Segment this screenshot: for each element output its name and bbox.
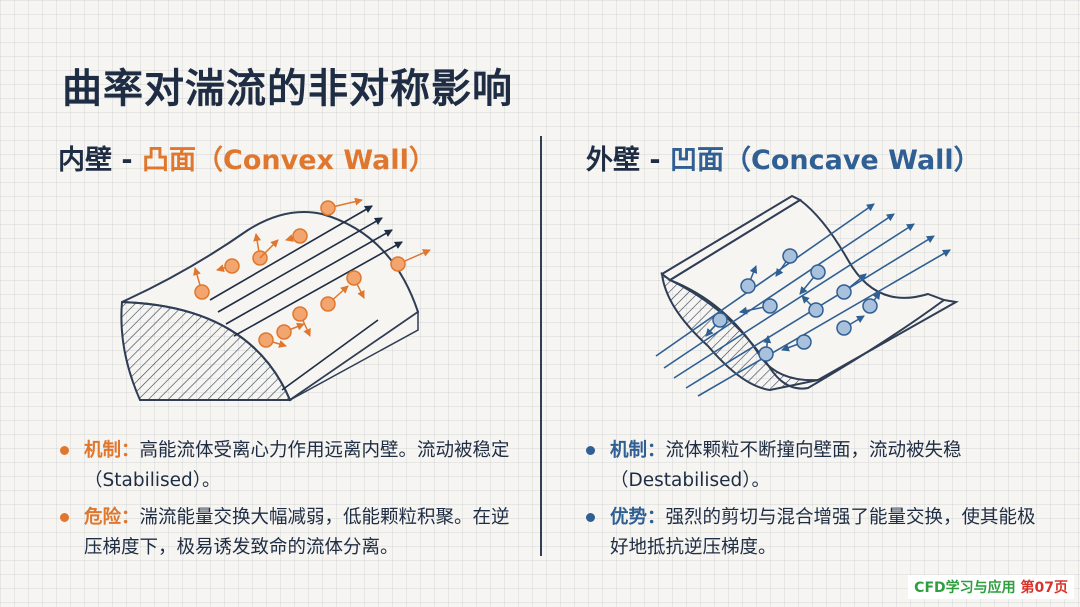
particle: [781, 334, 812, 352]
convex-particles: [193, 197, 431, 348]
convex-wall-diagram: [120, 197, 431, 402]
bullet-dot-icon: [586, 513, 595, 522]
particle: [346, 270, 365, 299]
center-divider: [540, 136, 542, 556]
particle: [216, 258, 240, 274]
convex-wall-front-face: [289, 310, 419, 401]
convex-wall-hatched-section: [120, 300, 292, 401]
concave-heading: 外壁 - 凹面（Concave Wall）: [586, 138, 981, 177]
particle: [758, 335, 774, 362]
convex-bullets: 机制：高能流体受离心力作用远离内壁。流动被稳定（Stabilised）。 危险：…: [58, 436, 528, 570]
bullet-dot-icon: [60, 446, 69, 455]
particle: [320, 285, 349, 312]
particle: [258, 332, 287, 348]
page-badge: CFD学习与应用 第07页: [908, 575, 1074, 599]
convex-streamlines: [209, 205, 403, 391]
convex-bullet-mechanism: 机制：高能流体受离心力作用远离内壁。流动被稳定（Stabilised）。: [58, 436, 528, 496]
concave-wall-diagram: [655, 194, 959, 397]
particle: [836, 315, 865, 336]
bullet-label: 优势：: [610, 507, 666, 528]
bullet-text: 湍流能量交换大幅减弱，低能颗粒积聚。在逆压梯度下，极易诱发致命的流体分离。: [84, 507, 510, 558]
convex-heading-main: 凸面（Convex Wall）: [142, 145, 436, 176]
particle: [740, 265, 758, 294]
concave-particles: [705, 248, 881, 362]
bullet-label: 机制：: [610, 440, 666, 461]
concave-bullet-mechanism: 机制：流体颗粒不断撞向壁面，流动被失稳（Destabilised）。: [584, 436, 1044, 496]
particle: [836, 273, 867, 300]
bullet-label: 机制：: [84, 440, 140, 461]
convex-heading-prefix: 内壁 -: [58, 145, 143, 176]
particle: [801, 295, 824, 318]
bullet-dot-icon: [60, 513, 69, 522]
particle: [705, 312, 728, 337]
particle: [862, 291, 881, 314]
convex-bullet-danger: 危险：湍流能量交换大幅减弱，低能颗粒积聚。在逆压梯度下，极易诱发致命的流体分离。: [58, 503, 528, 563]
convex-heading: 内壁 - 凸面（Convex Wall）: [58, 138, 436, 177]
particle: [193, 267, 210, 300]
particle: [292, 306, 311, 337]
concave-bullet-advantage: 优势：强烈的剪切与混合增强了能量交换，使其能极好地抵抗逆压梯度。: [584, 503, 1044, 563]
particle: [390, 249, 431, 272]
badge-channel-name: CFD学习与应用: [914, 580, 1016, 596]
concave-wall-top-edge: [660, 194, 803, 282]
bullet-text: 流体颗粒不断撞向壁面，流动被失稳（Destabilised）。: [610, 440, 962, 491]
particle: [259, 239, 279, 259]
bullet-text: 强烈的剪切与混合增强了能量交换，使其能极好地抵抗逆压梯度。: [610, 507, 1036, 558]
bullet-label: 危险：: [84, 507, 140, 528]
particle: [276, 322, 305, 340]
concave-bullets: 机制：流体颗粒不断撞向壁面，流动被失稳（Destabilised）。 优势：强烈…: [584, 436, 1044, 570]
particle: [775, 248, 798, 277]
concave-heading-main: 凹面（Concave Wall）: [670, 145, 981, 176]
concave-wall-right-edge: [817, 299, 959, 381]
particle: [285, 228, 308, 244]
bullet-text: 高能流体受离心力作用远离内壁。流动被稳定（Stabilised）。: [84, 440, 510, 491]
particle: [739, 298, 778, 315]
badge-page-number: 第07页: [1020, 580, 1068, 596]
particle: [799, 264, 826, 295]
page-title: 曲率对湍流的非对称影响: [62, 66, 513, 112]
concave-wall-inner-surface: [667, 198, 947, 390]
particle: [320, 197, 363, 216]
concave-heading-prefix: 外壁 -: [586, 145, 671, 176]
bullet-dot-icon: [586, 446, 595, 455]
